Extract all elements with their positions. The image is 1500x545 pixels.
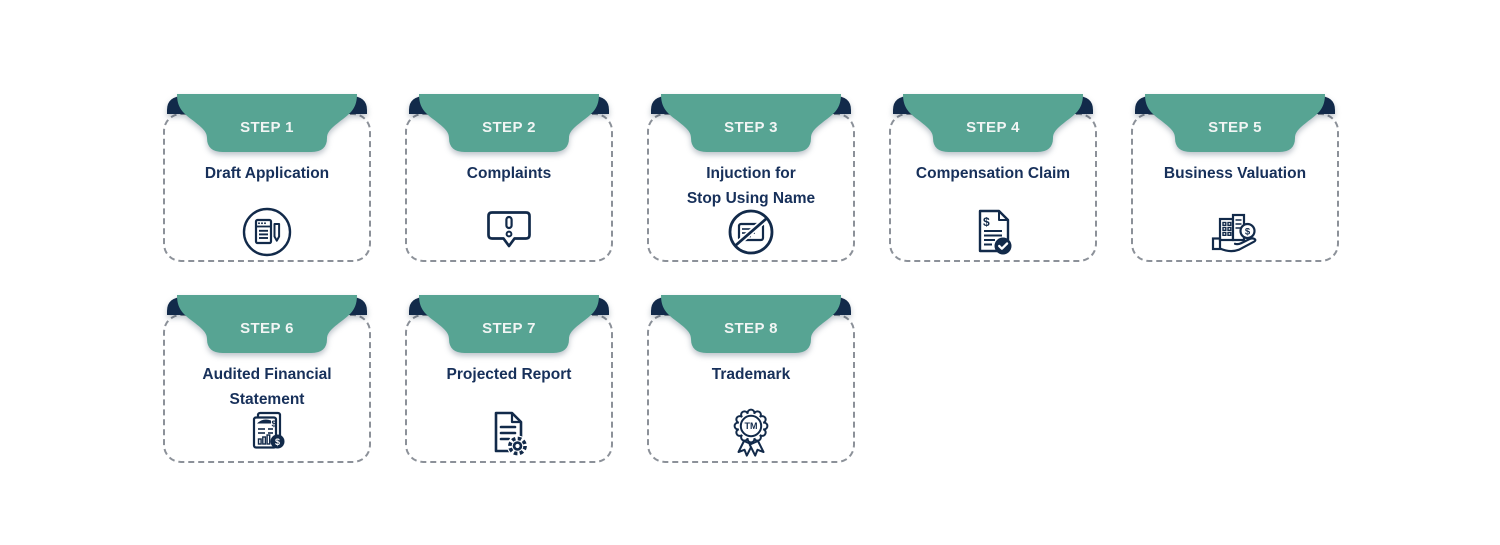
- report-gear-icon: [405, 405, 613, 461]
- ribbon-banner-shape: [1145, 94, 1325, 152]
- no-name-use-icon: [647, 204, 855, 260]
- step-title: Business Valuation: [1137, 161, 1333, 186]
- step-title-line: Trademark: [711, 366, 791, 383]
- step-banner: STEP 6: [163, 294, 371, 366]
- document-pen-icon: [163, 204, 371, 260]
- step-banner: STEP 5: [1131, 93, 1339, 165]
- step-badge-label: STEP 2: [482, 119, 536, 136]
- step-card: STEP 5 Business Valuation $: [1131, 93, 1339, 262]
- complaint-bubble-icon: [405, 204, 613, 260]
- ribbon-banner-shape: [661, 94, 841, 152]
- trademark-badge-icon: TM: [647, 405, 855, 461]
- step-card: STEP 2 Complaints: [405, 93, 613, 262]
- svg-text:$: $: [983, 215, 990, 229]
- step-banner: STEP 7: [405, 294, 613, 366]
- step-badge-label: STEP 7: [482, 320, 536, 337]
- step-banner: STEP 4: [889, 93, 1097, 165]
- step-title: Trademark: [653, 362, 849, 387]
- ribbon-banner-shape: [177, 295, 357, 353]
- step-title-line: Stop Using Name: [686, 190, 816, 207]
- step-card: STEP 8 Trademark TM: [647, 294, 855, 463]
- claim-document-check-icon: $: [889, 204, 1097, 260]
- step-banner: STEP 8: [647, 294, 855, 366]
- step-title-line: Complaints: [466, 165, 552, 182]
- step-title-line: Compensation Claim: [915, 165, 1071, 182]
- step-title-line: Audited Financial: [202, 366, 332, 383]
- hand-building-valuation-icon: $: [1131, 204, 1339, 260]
- ribbon-banner-shape: [177, 94, 357, 152]
- step-badge-label: STEP 3: [724, 119, 778, 136]
- step-title: Projected Report: [411, 362, 607, 387]
- step-banner: STEP 2: [405, 93, 613, 165]
- svg-text:$: $: [1245, 227, 1251, 238]
- step-title: Draft Application: [169, 161, 365, 186]
- step-banner: STEP 3: [647, 93, 855, 165]
- ribbon-banner-shape: [419, 94, 599, 152]
- step-card: STEP 4 Compensation Claim $: [889, 93, 1097, 262]
- ribbon-banner-shape: [661, 295, 841, 353]
- step-badge-label: STEP 4: [966, 119, 1020, 136]
- step-title-line: Statement: [229, 391, 305, 408]
- step-badge-label: STEP 1: [240, 119, 294, 136]
- step-title: Compensation Claim: [895, 161, 1091, 186]
- step-title-line: Projected Report: [446, 366, 572, 383]
- svg-text:$: $: [275, 437, 280, 447]
- step-title-line: Injuction for: [706, 165, 796, 182]
- step-badge-label: STEP 6: [240, 320, 294, 337]
- step-badge-label: STEP 8: [724, 320, 778, 337]
- step-card: STEP 1 Draft Application: [163, 93, 371, 262]
- svg-text:TM: TM: [745, 421, 758, 431]
- ribbon-banner-shape: [903, 94, 1083, 152]
- step-title-line: Draft Application: [204, 165, 330, 182]
- step-title-line: Business Valuation: [1163, 165, 1307, 182]
- row-1: STEP 1 Draft Application STEP 2 Complain…: [163, 93, 1339, 262]
- svg-text:$: $: [272, 419, 277, 429]
- ribbon-banner-shape: [419, 295, 599, 353]
- financial-statement-icon: $ $: [163, 405, 371, 461]
- step-banner: STEP 1: [163, 93, 371, 165]
- step-badge-label: STEP 5: [1208, 119, 1262, 136]
- step-card: STEP 7 Projected Report: [405, 294, 613, 463]
- step-title: Complaints: [411, 161, 607, 186]
